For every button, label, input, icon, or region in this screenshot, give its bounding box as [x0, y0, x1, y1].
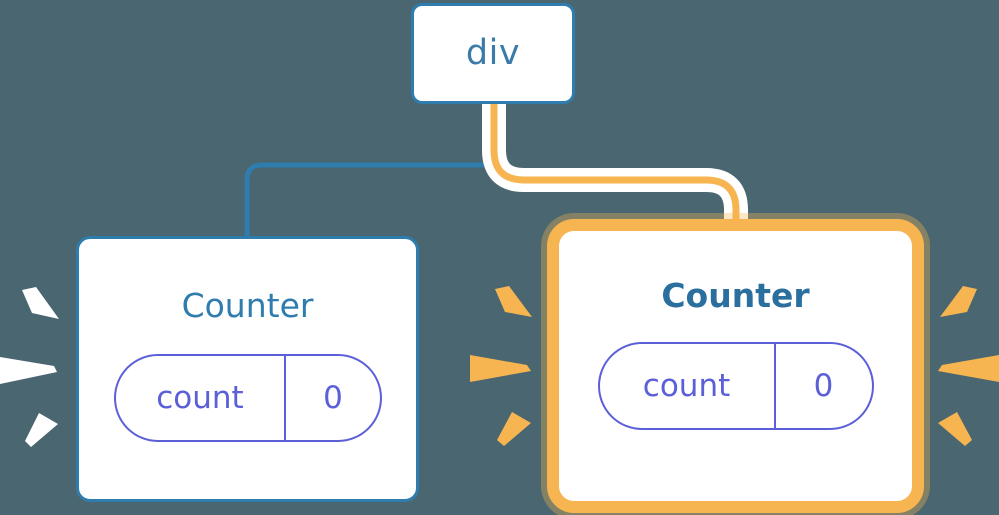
prop-key-count: count: [116, 356, 287, 440]
prop-value-count: 0: [323, 379, 343, 416]
prop-key-count: count: [600, 344, 776, 428]
node-counter-right[interactable]: Counter count 0: [547, 219, 924, 513]
sparkle-ray-lower: [938, 412, 972, 446]
sparkle-ray-upper: [495, 286, 532, 317]
sparkle-ray-lower: [25, 413, 58, 447]
sparkle-ray-lower: [497, 412, 531, 446]
sparkle-right-outer: [938, 286, 999, 446]
sparkle-ray-middle: [470, 355, 531, 382]
sparkle-ray-upper: [940, 286, 977, 317]
prop-pill-left: count 0: [113, 354, 382, 442]
prop-value-count: 0: [813, 367, 834, 404]
node-counter-left[interactable]: Counter count 0: [76, 236, 419, 502]
sparkle-middle: [470, 286, 532, 446]
sparkle-ray-middle: [0, 357, 57, 384]
node-div-label: div: [465, 33, 521, 73]
node-counter-left-title: Counter: [181, 286, 314, 325]
node-div[interactable]: div: [411, 3, 575, 104]
prop-pill-right: count 0: [597, 342, 874, 430]
sparkle-ray-upper: [22, 287, 59, 319]
sparkle-left-outer: [0, 287, 59, 447]
edge-div-to-counter-left: [244, 101, 497, 239]
sparkle-ray-middle: [938, 355, 999, 382]
node-counter-right-title: Counter: [661, 276, 810, 315]
